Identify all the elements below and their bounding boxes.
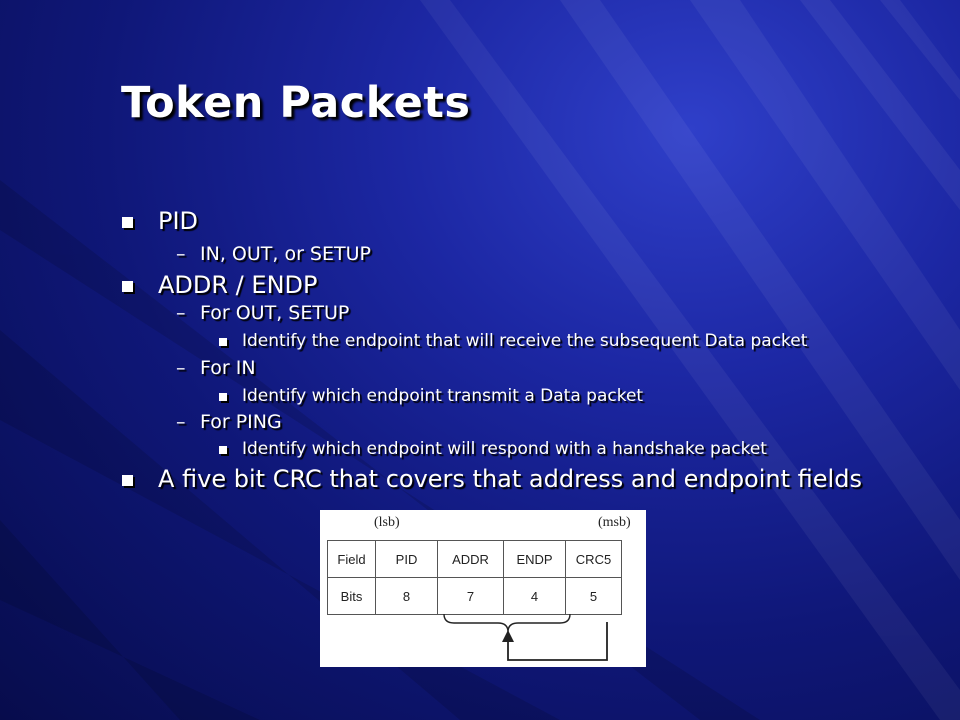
- table-cell: Bits: [327, 577, 376, 615]
- crc-coverage-connector: [443, 613, 608, 661]
- msb-label: (msb): [598, 515, 631, 530]
- bullet-text: A five bit CRC that covers that address …: [158, 465, 862, 493]
- bullet-text: ADDR / ENDP: [158, 271, 318, 299]
- dash-icon: –: [176, 302, 186, 324]
- bullet-text: For IN: [200, 357, 256, 379]
- packet-field-table: Field PID ADDR ENDP CRC5 Bits 8 7 4 5: [327, 540, 622, 615]
- table-cell: PID: [375, 540, 438, 578]
- table-cell: 4: [503, 577, 566, 615]
- square-bullet-icon: [122, 281, 133, 292]
- token-packet-format-figure: (lsb) (msb) Field PID ADDR ENDP CRC5 Bit…: [320, 510, 646, 667]
- addr-endp-brace: [443, 613, 571, 633]
- square-bullet-icon: [122, 217, 133, 228]
- square-bullet-icon: [219, 446, 227, 454]
- bullet-text: PID: [158, 207, 199, 235]
- table-cell: ENDP: [503, 540, 566, 578]
- table-cell: 5: [565, 577, 622, 615]
- bullet-text: Identify the endpoint that will receive …: [242, 331, 808, 351]
- arrowhead-icon: [502, 630, 514, 642]
- table-cell: ADDR: [437, 540, 504, 578]
- bullet-text: Identify which endpoint transmit a Data …: [242, 386, 644, 406]
- dash-icon: –: [176, 411, 186, 433]
- bullet-text: For OUT, SETUP: [200, 302, 350, 324]
- lsb-label: (lsb): [374, 515, 400, 530]
- slide-title: Token Packets: [121, 78, 471, 128]
- bullet-text: IN, OUT, or SETUP: [200, 243, 371, 265]
- dash-icon: –: [176, 357, 186, 379]
- bullet-text: For PING: [200, 411, 282, 433]
- table-row: Field PID ADDR ENDP CRC5: [327, 540, 622, 578]
- table-row: Bits 8 7 4 5: [327, 577, 622, 615]
- table-cell: 8: [375, 577, 438, 615]
- square-bullet-icon: [122, 475, 133, 486]
- crc-feedback-arrow: [507, 622, 608, 661]
- dash-icon: –: [176, 243, 186, 265]
- bullet-text: Identify which endpoint will respond wit…: [242, 439, 767, 459]
- table-cell: Field: [327, 540, 376, 578]
- square-bullet-icon: [219, 393, 227, 401]
- square-bullet-icon: [219, 338, 227, 346]
